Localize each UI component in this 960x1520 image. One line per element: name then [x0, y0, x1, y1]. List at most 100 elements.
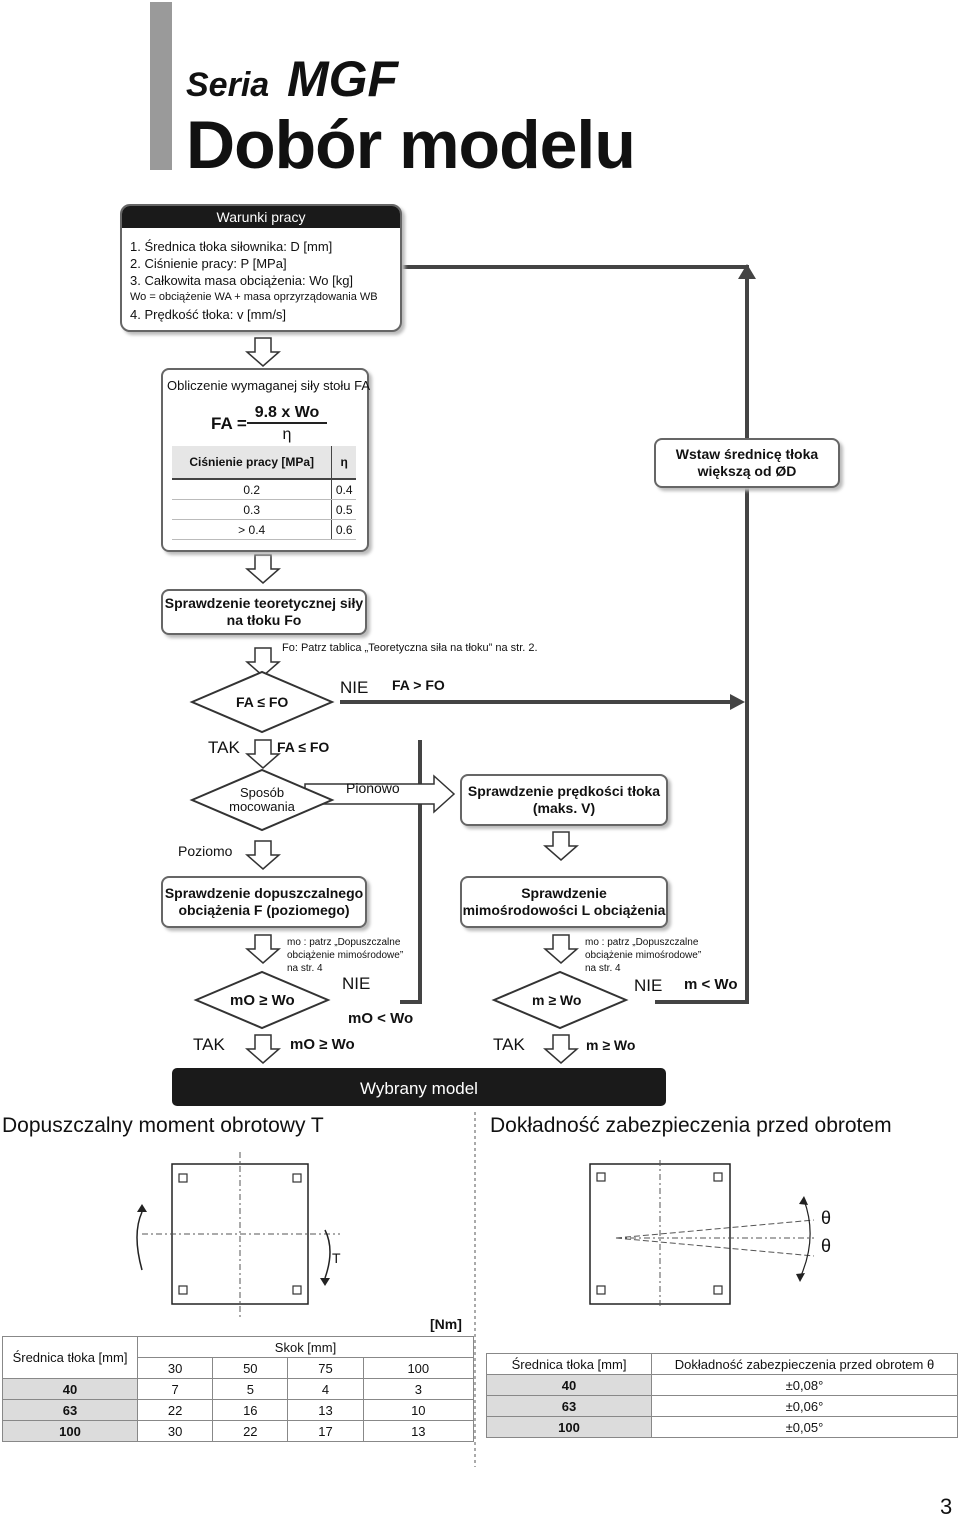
- selected-model-bar: Wybrany model: [172, 1068, 666, 1106]
- divider-line: [474, 1112, 476, 1467]
- note-left: mo : patrz „Dopuszczalne obciążenie mimo…: [287, 936, 403, 975]
- table-cell: 10: [362, 1399, 475, 1421]
- accuracy-diagram: [589, 1160, 815, 1308]
- table-row: 40 ±0,08°: [486, 1374, 958, 1396]
- mounting-diamond-label: Sposób mocowania: [229, 785, 295, 814]
- bore-cell: 40: [2, 1378, 138, 1400]
- decision2-yes-label: TAK: [193, 1035, 225, 1054]
- note-line: obciążenie mimośrodowe”: [585, 950, 702, 961]
- fo-note: Fo: Patrz tablica „Teoretyczna siła na t…: [282, 642, 538, 654]
- table-cell: 7: [136, 1378, 214, 1400]
- decision2-yes-condition: mO ≥ Wo: [290, 1036, 355, 1053]
- decision3-no-label: NIE: [634, 976, 663, 995]
- mounting-vertical-label: Pionowo: [346, 780, 400, 796]
- torque-diagram: [136, 1152, 340, 1318]
- acc-header-accuracy: Dokładność zabezpieczenia przed obrotem …: [651, 1353, 958, 1375]
- speed-check-box: Sprawdzenie prędkości tłoka (maks. V): [460, 774, 668, 826]
- eta-header-pressure: Ciśnienie pracy [MPa]: [172, 446, 333, 480]
- eta-header-eta: η: [331, 446, 356, 480]
- series-label: Seria: [186, 66, 270, 104]
- decision3-yes-label: TAK: [493, 1035, 525, 1054]
- stroke-col: 100: [362, 1357, 475, 1379]
- torque-title: Dopuszczalny moment obrotowy T: [2, 1114, 324, 1137]
- table-cell: 4: [287, 1378, 364, 1400]
- theta-upper: θ: [821, 1208, 832, 1228]
- table-cell: 3: [362, 1378, 475, 1400]
- note-line: mo : patrz „Dopuszczalne: [287, 937, 401, 948]
- bore-cell: 63: [486, 1395, 652, 1417]
- table-cell: 0.4: [331, 479, 356, 500]
- table-cell: 30: [136, 1420, 214, 1442]
- table-cell: ±0,05°: [651, 1416, 958, 1438]
- stroke-col: 50: [212, 1357, 289, 1379]
- mounting-horizontal-label: Poziomo: [178, 843, 233, 859]
- conditions-list: 1. Średnica tłoka siłownika: D [mm] 2. C…: [130, 238, 378, 323]
- accuracy-title: Dokładność zabezpieczenia przed obrotem: [490, 1114, 892, 1137]
- eccentric-check-box: Sprawdzenie mimośrodowości L obciążenia: [460, 876, 668, 928]
- table-row: > 0.4 0.6: [172, 519, 356, 540]
- table-row: 40 7 5 4 3: [2, 1378, 475, 1400]
- formula-lhs: FA =: [211, 414, 247, 433]
- note-right: mo : patrz „Dopuszczalne obciążenie mimo…: [585, 936, 701, 975]
- formula-denominator: η: [282, 426, 292, 443]
- note-line: na str. 4: [287, 963, 323, 974]
- load-check-box: Sprawdzenie dopuszczalnego obciążenia F …: [161, 876, 367, 928]
- eta-table: Ciśnienie pracy [MPa] η 0.2 0.4 0.3 0.5 …: [172, 446, 356, 540]
- table-cell: 22: [136, 1399, 214, 1421]
- note-line: na str. 4: [585, 963, 621, 974]
- note-line: obciążenie mimośrodowe”: [287, 950, 404, 961]
- torque-unit: [Nm]: [430, 1316, 462, 1332]
- decision2-condition: mO ≥ Wo: [230, 992, 295, 1009]
- decision1-yes-label: TAK: [208, 738, 240, 757]
- decision1-condition: FA ≤ FO: [236, 694, 289, 710]
- page-number: 3: [940, 1494, 953, 1519]
- accuracy-table: Średnica tłoka [mm] Dokładność zabezpiec…: [486, 1353, 958, 1438]
- table-cell: 22: [212, 1420, 289, 1442]
- bore-cell: 40: [486, 1374, 652, 1396]
- force-calc-title: Obliczenie wymaganej siły stołu FA: [167, 378, 371, 393]
- formula-numerator: 9.8 x Wo: [247, 404, 327, 424]
- decision3-condition: m ≥ Wo: [532, 992, 582, 1008]
- bore-cell: 100: [2, 1420, 138, 1442]
- bore-cell: 63: [2, 1399, 138, 1421]
- table-cell: 0.6: [331, 519, 356, 540]
- table-cell: 16: [212, 1399, 289, 1421]
- decision1-no-condition: FA > FO: [392, 677, 445, 693]
- stroke-col: 30: [136, 1357, 214, 1379]
- bore-header: Średnica tłoka [mm]: [2, 1336, 138, 1379]
- decision2-no-label: NIE: [342, 974, 371, 993]
- table-row: 63 22 16 13 10: [2, 1399, 475, 1421]
- condition-item: 1. Średnica tłoka siłownika: D [mm]: [130, 239, 333, 254]
- decision1-no-label: NIE: [340, 678, 369, 697]
- series-code: MGF: [287, 51, 399, 107]
- condition-item: 4. Prędkość tłoka: v [mm/s]: [130, 307, 287, 322]
- stroke-header: Skok [mm]: [137, 1336, 474, 1358]
- insert-bore-box: Wstaw średnicę tłoka większą od ØD: [654, 438, 840, 488]
- decision1-yes-condition: FA ≤ FO: [277, 739, 330, 755]
- condition-item: 2. Ciśnienie pracy: P [MPa]: [130, 256, 287, 271]
- table-row: 0.3 0.5: [172, 499, 356, 520]
- table-cell: 13: [287, 1399, 364, 1421]
- bore-cell: 100: [486, 1416, 652, 1438]
- table-row: 100 30 22 17 13: [2, 1420, 475, 1442]
- acc-header-bore: Średnica tłoka [mm]: [486, 1353, 652, 1375]
- decision3-no-condition: m < Wo: [684, 976, 738, 993]
- table-cell: 5: [212, 1378, 289, 1400]
- table-cell: ±0,06°: [651, 1395, 958, 1417]
- table-row: 63 ±0,06°: [486, 1395, 958, 1417]
- theoretical-force-box: Sprawdzenie teoretycznej siły na tłoku F…: [161, 589, 367, 635]
- decision2-no-condition: mO < Wo: [348, 1010, 414, 1027]
- page-title: Dobór modelu: [186, 107, 636, 183]
- conditions-heading: Warunki pracy: [122, 206, 400, 228]
- table-row: 100 ±0,05°: [486, 1416, 958, 1438]
- table-cell: 17: [287, 1420, 364, 1442]
- table-row: 0.2 0.4: [172, 479, 356, 500]
- table-cell: ±0,08°: [651, 1374, 958, 1396]
- torque-symbol: T: [332, 1250, 341, 1266]
- table-cell: 0.2: [172, 479, 333, 500]
- table-cell: 0.3: [172, 499, 333, 520]
- note-line: mo : patrz „Dopuszczalne: [585, 937, 699, 948]
- decision3-yes-condition: m ≥ Wo: [586, 1037, 636, 1053]
- table-cell: 13: [362, 1420, 475, 1442]
